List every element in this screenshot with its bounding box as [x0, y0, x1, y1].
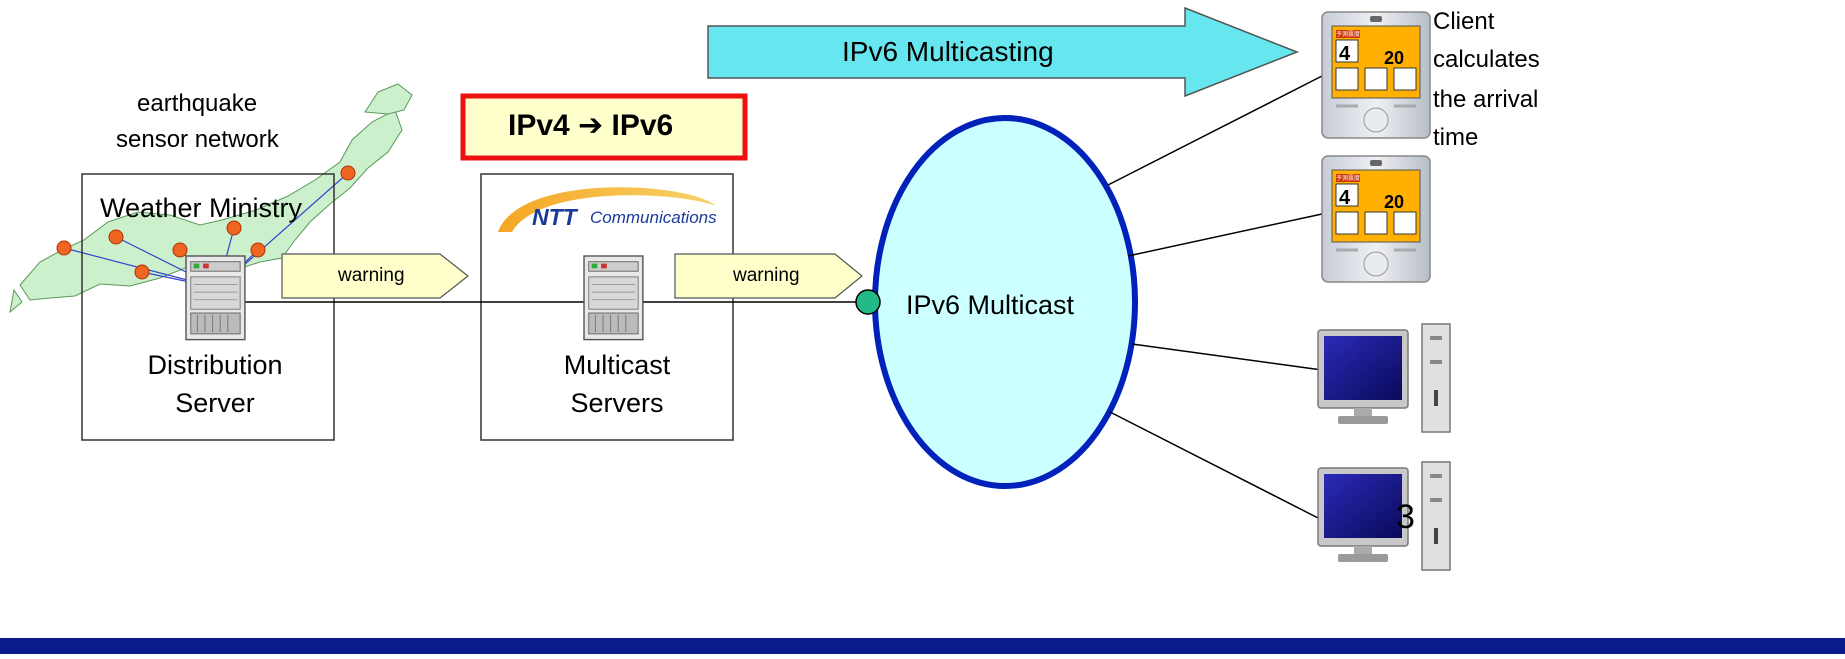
device-screen-seconds: 20 [1384, 48, 1404, 68]
japan-map-icon [9, 83, 413, 314]
device-screen-seconds: 20 [1384, 192, 1404, 212]
warning-arrow-2 [674, 253, 863, 299]
multicasting-arrow [707, 6, 1300, 98]
ntt-logo-icon [498, 187, 716, 232]
ntt-logo-communications: Communications [590, 208, 717, 227]
sensor-label-line1: earthquake [137, 90, 258, 117]
desktop-computer-icon [1317, 323, 1451, 433]
ipv4-ipv6-box [460, 93, 748, 161]
sensor-dots [56, 165, 356, 280]
page-number: 3 [1396, 498, 1415, 536]
weather-ministry-title: Weather Ministry [100, 193, 303, 223]
alert-device-icon [1321, 11, 1431, 139]
warning-label-2: warning [733, 265, 800, 286]
client-note-line2: calculates [1433, 46, 1540, 73]
sensor-label-line2: sensor network [116, 126, 279, 153]
device-screen-header: 予測震度 [1336, 174, 1360, 182]
desktop-computer-icon [1317, 461, 1451, 571]
footer-bar [0, 638, 1845, 654]
multicasting-label: IPv6 Multicasting [842, 36, 1054, 67]
client-links [1107, 75, 1323, 521]
ntt-box [480, 173, 734, 441]
warning-label-1: warning [338, 265, 405, 286]
alert-device-icon [1321, 155, 1431, 283]
transition-label: IPv4 ➔ IPv6 [508, 109, 674, 142]
client-note-line3: the arrival [1433, 86, 1539, 113]
multicast-cloud-label: IPv6 Multicast [906, 290, 1075, 320]
distribution-server-label-line2: Server [175, 388, 255, 418]
distribution-server-label-line1: Distribution [147, 350, 283, 380]
device-screen-intensity: 4 [1339, 43, 1351, 65]
multicast-entry-point [855, 289, 881, 315]
multicast-servers-label-line2: Servers [570, 388, 664, 418]
distribution-server-icon [185, 255, 246, 341]
warning-arrow-1 [281, 253, 469, 299]
client-note-line4: time [1433, 124, 1479, 151]
device-screen-intensity: 4 [1339, 187, 1351, 209]
weather-ministry-box [81, 173, 335, 441]
multicast-server-icon [583, 255, 644, 341]
multicast-servers-label-line1: Multicast [563, 350, 671, 380]
device-screen-header: 予測震度 [1336, 30, 1360, 38]
client-note-line1: Client [1433, 8, 1495, 35]
ntt-logo-ntt: NTT [532, 204, 577, 230]
